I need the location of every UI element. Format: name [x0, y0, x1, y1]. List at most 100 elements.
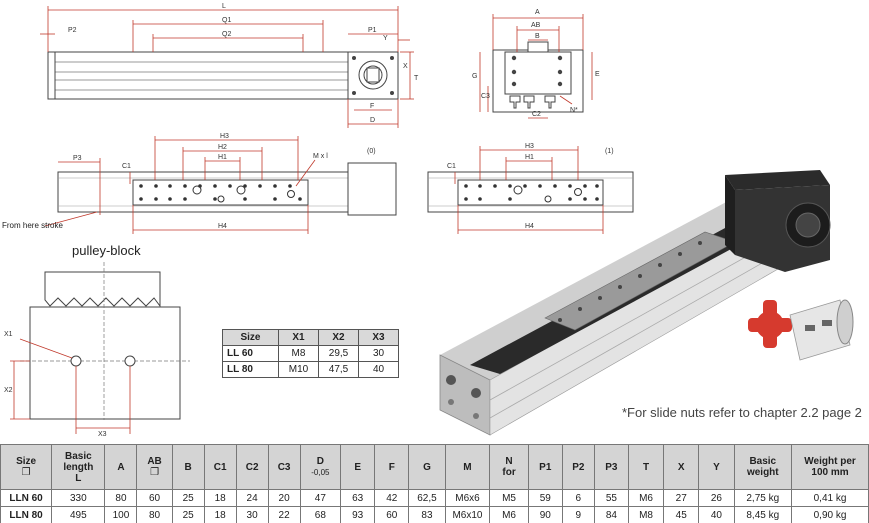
spec-header-cell: P3 [593, 444, 629, 490]
spec-cell: 80 [136, 506, 173, 523]
variant-0-label: (0) [367, 148, 376, 155]
spec-header-cell: M [444, 444, 491, 490]
spec-header-text: for [502, 467, 516, 478]
dim-Q2: Q2 [222, 31, 231, 38]
x-table-cell: 30 [358, 345, 399, 362]
spec-cell: M6x6 [444, 489, 491, 507]
dim-L: L [222, 3, 226, 10]
spec-header-text: Basic [749, 456, 777, 467]
dim-X2: X2 [4, 387, 13, 394]
spec-header-text: 100 mm [811, 467, 849, 478]
x-table-cell: LL 80 [222, 361, 279, 378]
spec-header-cell: A [104, 444, 138, 490]
spec-header-text: M [463, 461, 472, 473]
spec-header-text: ❐ [150, 467, 160, 478]
spec-cell: 9 [561, 506, 595, 523]
slide-view-0 [44, 136, 397, 234]
spec-cell: 8,45 kg [733, 506, 793, 523]
dim-X3: X3 [98, 431, 107, 438]
table-row: LL 60 M8 29,5 30 [222, 345, 399, 362]
table-row: LL 80 M10 47,5 40 [222, 361, 399, 378]
spec-cell: 2,75 kg [733, 489, 793, 507]
x-table-header-row: Size X1 X2 X3 [222, 329, 399, 346]
spec-header-cell: C1 [203, 444, 237, 490]
spec-header-cell: X [663, 444, 700, 490]
spec-cell: 18 [203, 489, 237, 507]
spec-header-text: ❐ [21, 467, 31, 478]
spec-header-cell: D-0,05 [299, 444, 342, 490]
spec-header-text: Basic [64, 450, 92, 462]
dim-G: G [472, 73, 477, 80]
dim-D: D [370, 117, 375, 124]
spec-cell: 6 [561, 489, 595, 507]
spec-header-cell: C3 [267, 444, 301, 490]
spec-cell: 330 [51, 489, 106, 507]
pulley-block-view [10, 262, 190, 434]
spec-cell: M6 [627, 489, 665, 507]
spec-cell: 63 [340, 489, 376, 507]
spec-header-text: weight [746, 467, 779, 478]
spec-header-cell: Y [698, 444, 735, 490]
spec-cell: M6 [489, 506, 529, 523]
x-table-cell: 29,5 [318, 345, 359, 362]
pulley-block-label: pulley-block [72, 243, 141, 258]
spec-header-text: E [354, 461, 361, 473]
dim-H3-right: H3 [525, 143, 534, 150]
dim-B: B [535, 33, 540, 40]
x-table-cell: 40 [358, 361, 399, 378]
dim-H2: H2 [218, 144, 227, 151]
from-here-stroke-label: From here stroke [2, 221, 63, 230]
spec-cell: 80 [104, 489, 138, 507]
dim-P1: P1 [368, 27, 377, 34]
spec-header-text: C2 [245, 461, 259, 473]
spec-cell: 24 [235, 489, 269, 507]
dim-Q1: Q1 [222, 17, 231, 24]
dim-P2: P2 [68, 27, 77, 34]
spec-cell: 100 [104, 506, 138, 523]
product-render [439, 170, 854, 436]
spec-cell: M8 [627, 506, 665, 523]
spec-header-text: P1 [539, 461, 552, 473]
spec-cell: 90 [527, 506, 563, 523]
dim-X1: X1 [4, 331, 13, 338]
spec-cell: 55 [593, 489, 629, 507]
dim-H1: H1 [218, 154, 227, 161]
spec-header-text: C1 [213, 461, 227, 473]
spec-header-cell: P2 [561, 444, 595, 490]
spec-header-cell: P1 [527, 444, 563, 490]
spec-cell: 62,5 [408, 489, 446, 507]
spec-cell: 0,41 kg [791, 489, 869, 507]
spec-cell: 25 [171, 506, 205, 523]
dim-P3: P3 [73, 155, 82, 162]
spec-header-cell: G [408, 444, 446, 490]
x-dimension-table: Size X1 X2 X3 LL 60 M8 29,5 30 LL 80 M10… [222, 329, 399, 378]
dim-C2: C2 [532, 111, 541, 118]
spec-cell: 495 [51, 506, 106, 523]
spec-cell: 60 [374, 506, 410, 523]
spec-cell: 84 [593, 506, 629, 523]
spec-header-text: D [316, 456, 324, 467]
spec-cell: 45 [663, 506, 700, 523]
spec-header-cell: Size❐ [0, 444, 53, 490]
spec-header-text: -0,05 [311, 468, 330, 477]
dim-C1-right: C1 [447, 163, 456, 170]
x-table-cell: LL 60 [222, 345, 279, 362]
spec-cell: LLN 60 [0, 489, 53, 507]
dim-X: X [403, 63, 408, 70]
spec-header-text: L [75, 472, 82, 484]
x-table-header: X1 [278, 329, 319, 346]
spec-cell: 93 [340, 506, 376, 523]
spec-header-text: Size [16, 456, 37, 467]
spec-cell: 59 [527, 489, 563, 507]
spec-header-cell: B [171, 444, 205, 490]
dim-C3: C3 [481, 93, 490, 100]
slide-nuts-note: *For slide nuts refer to chapter 2.2 pag… [622, 405, 862, 420]
spec-header-text: P2 [572, 461, 585, 473]
spec-header-cell: T [627, 444, 665, 490]
dim-F: F [370, 103, 374, 110]
